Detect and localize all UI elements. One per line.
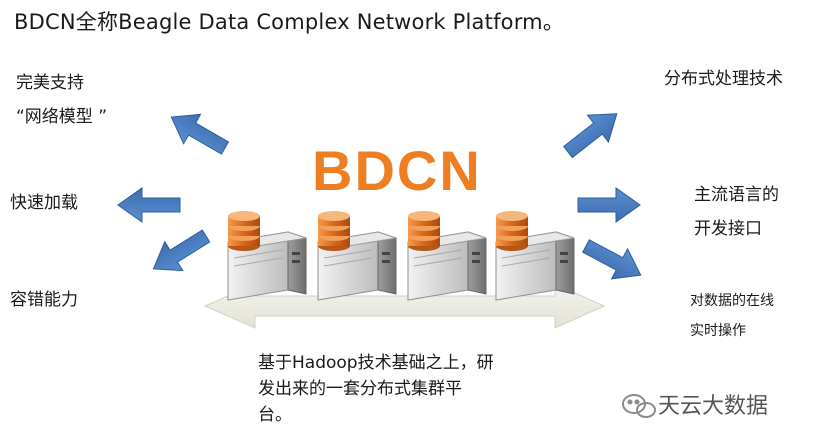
feature-label: “网络模型 ” — [16, 107, 108, 127]
feature-realtime-ops: 对数据的在线 实时操作 — [690, 288, 774, 344]
feature-label: 开发接口 — [694, 219, 762, 239]
caption-line: 基于Hadoop技术基础之上，研 — [258, 353, 494, 373]
feature-label: 对数据的在线 — [690, 293, 774, 309]
feature-label: 容错能力 — [10, 290, 78, 310]
server-icon — [407, 210, 487, 301]
feature-label: 完美支持 — [16, 73, 84, 93]
watermark-text: 天云大数据 — [658, 394, 769, 419]
arrow-right-upper-icon — [557, 99, 628, 166]
server-icon — [317, 210, 397, 301]
feature-distributed-processing: 分布式处理技术 — [664, 66, 783, 92]
feature-fast-load: 快速加载 — [10, 190, 78, 216]
platform-caption: 基于Hadoop技术基础之上，研 发出来的一套分布式集群平 台。 — [258, 350, 558, 428]
feature-fault-tolerance: 容错能力 — [10, 287, 78, 313]
feature-label: 主流语言的 — [694, 185, 779, 205]
feature-language-interfaces: 主流语言的 开发接口 — [694, 182, 779, 242]
arrow-right-lower-icon — [577, 230, 650, 291]
feature-network-model: 完美支持 “网络模型 ” — [16, 70, 107, 130]
feature-label: 实时操作 — [690, 323, 746, 339]
arrow-left-lower-icon — [143, 221, 216, 284]
feature-label: 快速加载 — [10, 193, 78, 213]
brand-logo-text: BDCN — [312, 139, 482, 202]
arrow-right-middle-icon — [577, 187, 641, 223]
caption-line: 发出来的一套分布式集群平 — [258, 379, 462, 399]
server-icon — [495, 210, 575, 301]
caption-line: 台。 — [258, 405, 292, 425]
watermark-logo-icon — [622, 394, 656, 418]
arrow-left-upper-icon — [162, 101, 234, 164]
page-title: BDCN全称Beagle Data Complex Network Platfo… — [14, 10, 565, 34]
server-icon — [227, 210, 307, 301]
arrow-left-middle-icon — [117, 187, 181, 223]
feature-label: 分布式处理技术 — [664, 69, 783, 89]
